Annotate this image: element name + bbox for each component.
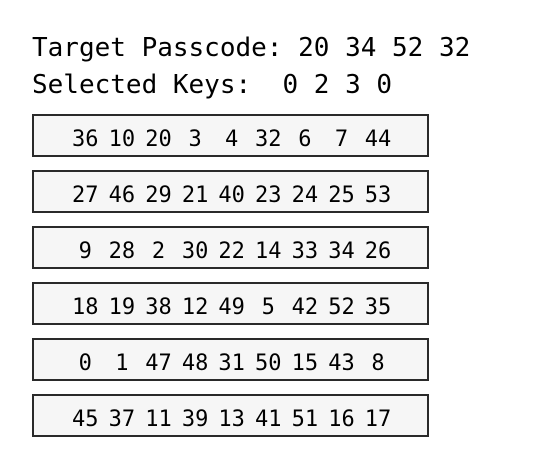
key-button[interactable]: 16: [328, 407, 355, 432]
key-button[interactable]: 31: [218, 351, 245, 376]
key-row-keys: 9 28 2 30 22 14 33 34 26: [67, 239, 396, 265]
target-passcode-label: Target Passcode:: [32, 33, 283, 63]
key-button[interactable]: 37: [108, 407, 136, 432]
key-row-4[interactable]: 18 19 38 12 49 5 42 52 35: [32, 282, 429, 325]
key-button[interactable]: 20: [145, 127, 172, 152]
key-button[interactable]: 0: [78, 351, 92, 376]
key-button[interactable]: 5: [261, 295, 275, 320]
key-button[interactable]: 1: [115, 351, 129, 376]
key-button[interactable]: 8: [371, 351, 385, 376]
key-button[interactable]: 45: [72, 407, 99, 432]
key-button[interactable]: 53: [364, 183, 392, 208]
key-row-keys: 45 37 11 39 13 41 51 16 17: [67, 407, 396, 433]
key-button[interactable]: 3: [188, 127, 202, 152]
selected-keys-line: Selected Keys: 0 2 3 0: [32, 70, 392, 100]
key-button[interactable]: 10: [108, 127, 136, 152]
key-button[interactable]: 43: [328, 351, 355, 376]
key-button[interactable]: 44: [364, 127, 392, 152]
key-button[interactable]: 18: [72, 295, 99, 320]
key-button[interactable]: 11: [145, 407, 172, 432]
key-button[interactable]: 33: [291, 239, 319, 264]
key-button[interactable]: 48: [181, 351, 209, 376]
target-passcode-line: Target Passcode: 20 34 52 32: [32, 33, 470, 63]
key-button[interactable]: 41: [255, 407, 282, 432]
key-button[interactable]: 28: [108, 239, 136, 264]
key-button[interactable]: 15: [291, 351, 319, 376]
key-button[interactable]: 51: [291, 407, 319, 432]
key-button[interactable]: 19: [108, 295, 136, 320]
key-button[interactable]: 42: [291, 295, 319, 320]
key-button[interactable]: 2: [151, 239, 166, 264]
key-button[interactable]: 23: [255, 183, 282, 208]
key-row-3[interactable]: 9 28 2 30 22 14 33 34 26: [32, 226, 429, 269]
key-button[interactable]: 6: [298, 127, 312, 152]
key-button[interactable]: 36: [72, 127, 99, 152]
key-row-6[interactable]: 45 37 11 39 13 41 51 16 17: [32, 394, 429, 437]
key-button[interactable]: 50: [255, 351, 282, 376]
key-button[interactable]: 34: [328, 239, 355, 264]
key-button[interactable]: 13: [218, 407, 245, 432]
key-row-keys: 27 46 29 21 40 23 24 25 53: [67, 183, 396, 209]
key-button[interactable]: 49: [218, 295, 245, 320]
key-button[interactable]: 32: [255, 127, 282, 152]
key-button[interactable]: 4: [225, 127, 239, 152]
key-button[interactable]: 7: [334, 127, 349, 152]
key-button[interactable]: 17: [364, 407, 392, 432]
key-row-2[interactable]: 27 46 29 21 40 23 24 25 53: [32, 170, 429, 213]
key-button[interactable]: 27: [72, 183, 99, 208]
key-button[interactable]: 35: [364, 295, 392, 320]
target-passcode-value: 20 34 52 32: [298, 33, 471, 63]
key-button[interactable]: 14: [255, 239, 282, 264]
key-button[interactable]: 24: [291, 183, 319, 208]
selected-keys-value: 0 2 3 0: [266, 70, 393, 100]
key-button[interactable]: 46: [108, 183, 136, 208]
key-button[interactable]: 9: [78, 239, 92, 264]
key-row-keys: 18 19 38 12 49 5 42 52 35: [67, 295, 396, 321]
key-button[interactable]: 30: [181, 239, 209, 264]
key-button[interactable]: 38: [145, 295, 172, 320]
key-button[interactable]: 12: [181, 295, 209, 320]
selected-keys-label: Selected Keys:: [32, 70, 252, 100]
key-button[interactable]: 29: [145, 183, 172, 208]
key-button[interactable]: 26: [364, 239, 392, 264]
key-button[interactable]: 39: [181, 407, 209, 432]
key-button[interactable]: 40: [218, 183, 245, 208]
key-button[interactable]: 47: [145, 351, 172, 376]
key-button[interactable]: 52: [328, 295, 355, 320]
key-button[interactable]: 21: [181, 183, 209, 208]
key-button[interactable]: 22: [218, 239, 245, 264]
key-button[interactable]: 25: [328, 183, 355, 208]
